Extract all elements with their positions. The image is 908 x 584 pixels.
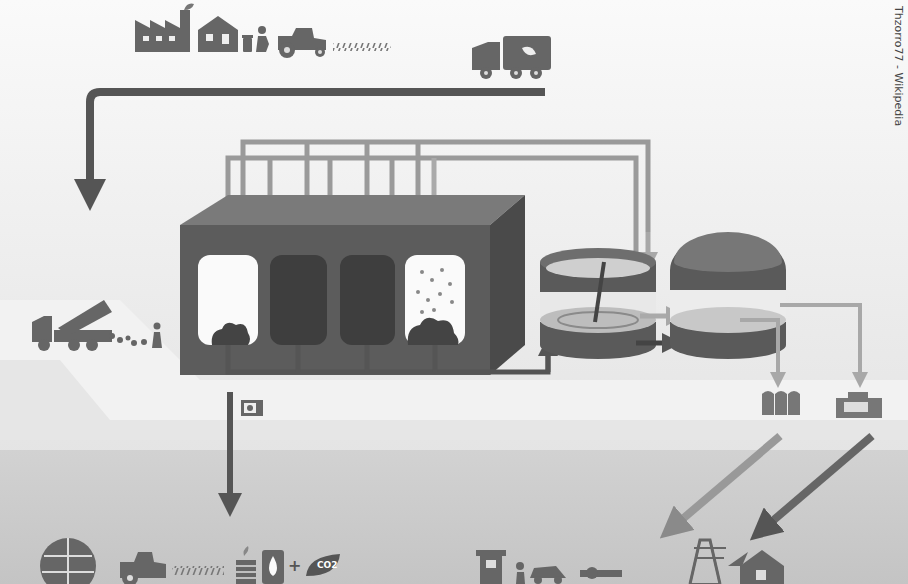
tunnel-digester	[180, 195, 525, 375]
gas-use-icons	[762, 391, 882, 418]
use-arrows	[672, 436, 872, 530]
plus-sign: +	[288, 556, 301, 575]
percolate-pipe	[228, 345, 548, 372]
gas-storage-tank	[670, 232, 786, 359]
energy-icons	[476, 540, 784, 584]
digestate-arrow	[227, 392, 233, 505]
product-icons	[40, 538, 340, 584]
output-pipes	[740, 305, 860, 380]
source-icons	[135, 4, 551, 79]
co2-label: CO2	[317, 560, 338, 570]
dump-truck	[32, 300, 162, 351]
watermark: Thzorro77 - Wikipedia	[892, 6, 905, 126]
digestate-icon	[241, 400, 263, 416]
